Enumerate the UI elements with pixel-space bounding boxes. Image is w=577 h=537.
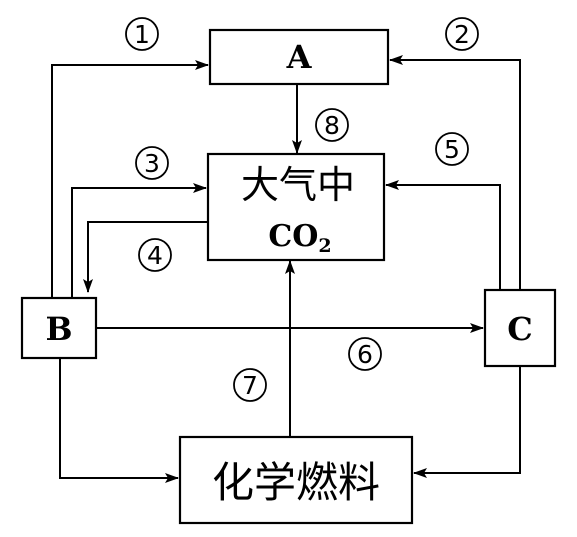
node-atmosphere-box [206,152,386,262]
arrow-number-4: 4 [138,238,172,272]
node-a-box [208,28,390,86]
arrow-number-2: 2 [445,17,479,51]
node-c-label: C [507,310,532,348]
co2-subscript: 2 [318,235,331,257]
co2-main: CO [268,219,318,254]
arrow-number-8: 8 [315,108,349,142]
node-b-label: B [45,310,72,348]
node-c: C [483,288,557,368]
arrow-number-6: 6 [348,337,382,371]
arrow-number-3: 3 [135,146,169,180]
arrow-c-to-co2 [385,180,501,290]
node-b: B [20,296,98,360]
node-fossil-fuel: 化学燃料 [178,435,414,525]
node-fossil-fuel-box [178,435,414,525]
node-c-box [483,288,557,368]
connectors [51,55,521,483]
arrow-number-1-text: 1 [134,20,150,49]
arrow-number-1: 1 [125,17,159,51]
node-atmosphere-co2: 大气中 CO2 [206,152,386,262]
atmosphere-line1: 大气中 [241,163,355,207]
arrow-co2-to-b [83,221,208,293]
arrow-number-5-text: 5 [444,135,460,164]
arrow-number-6-text: 6 [357,340,373,369]
arrow-number-8-text: 8 [324,111,340,140]
arrow-b-to-fuel [59,358,179,483]
arrow-c-to-a [389,55,521,290]
node-fossil-fuel-label: 化学燃料 [212,458,380,507]
arrow-b-to-a [51,60,209,300]
arrow-number-5: 5 [435,132,469,166]
arrow-number-4-text: 4 [147,241,163,270]
arrow-number-2-text: 2 [454,20,470,49]
arrow-b-to-co2 [71,183,207,300]
arrow-number-7-text: 7 [242,371,258,400]
arrow-number-3-text: 3 [144,149,160,178]
node-a-label: A [286,38,313,76]
atmosphere-line2: CO2 [268,219,331,257]
node-b-box [20,296,98,360]
node-a: A [208,28,390,86]
arrow-c-to-fuel [413,366,521,478]
arrow-number-7: 7 [233,368,267,402]
